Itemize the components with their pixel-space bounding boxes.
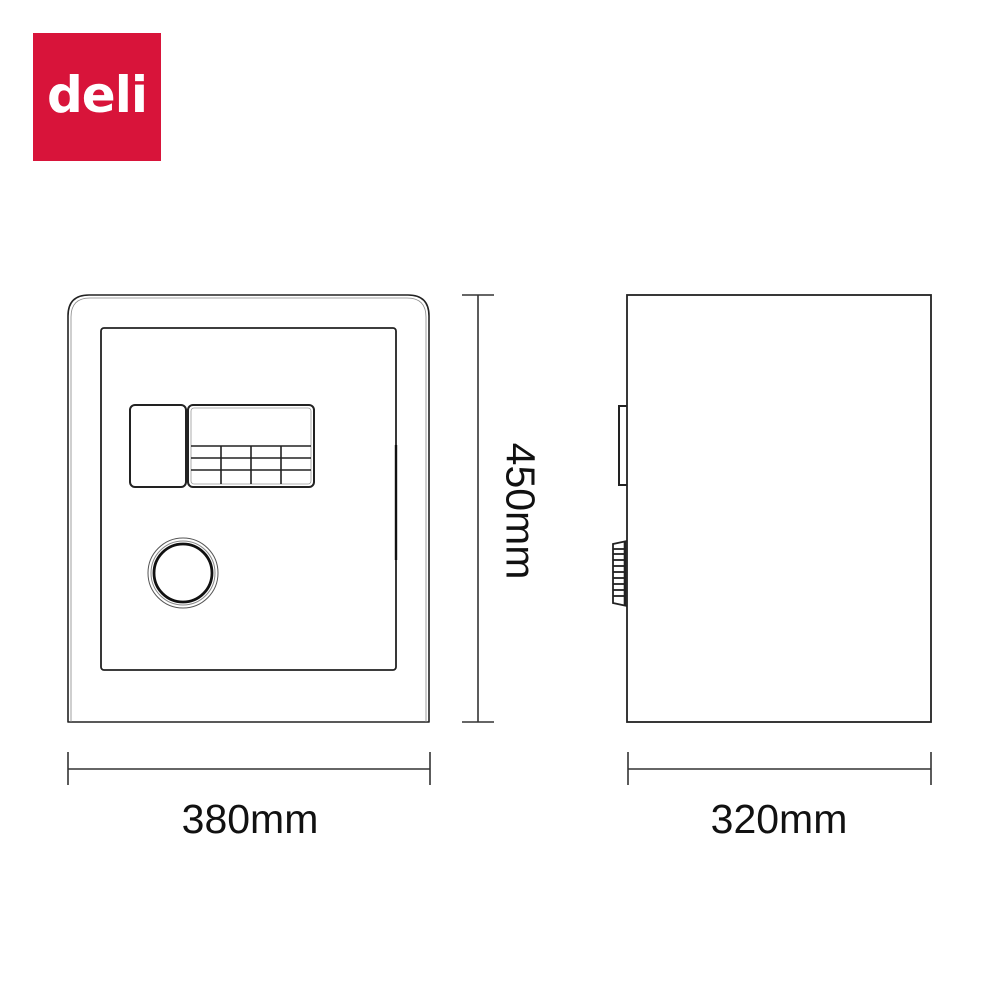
dimension-lines bbox=[67, 294, 932, 785]
side-keypad-protrusion bbox=[618, 405, 627, 486]
height-label: 450mm bbox=[497, 442, 544, 580]
keypad-display-frame bbox=[187, 404, 315, 488]
depth-label: 320mm bbox=[710, 796, 848, 842]
keypad-grid bbox=[191, 445, 311, 484]
depth-dimension-line bbox=[627, 752, 932, 785]
side-knurled-knob bbox=[612, 540, 628, 607]
rotary-knob bbox=[147, 537, 219, 609]
height-dimension-line bbox=[462, 294, 494, 723]
front-view bbox=[67, 294, 430, 723]
keypad-module bbox=[129, 404, 315, 488]
width-dimension-line bbox=[67, 752, 431, 785]
side-view bbox=[612, 294, 932, 723]
deli-logo: deli bbox=[33, 33, 161, 161]
width-label: 380mm bbox=[181, 796, 319, 842]
fingerprint-pad bbox=[129, 404, 187, 488]
door-panel bbox=[100, 327, 397, 671]
front-outer-body-inner-line bbox=[70, 297, 427, 722]
logo-text: deli bbox=[47, 66, 148, 124]
front-outer-body bbox=[67, 294, 430, 723]
side-body bbox=[626, 294, 932, 723]
